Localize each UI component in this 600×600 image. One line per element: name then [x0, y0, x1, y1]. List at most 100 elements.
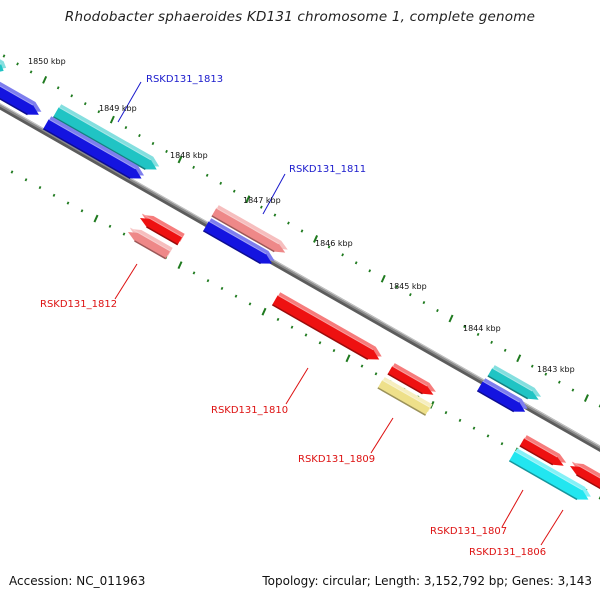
gene-red-1810	[271, 292, 382, 360]
gene-label-rskd131-1806[interactable]: RSKD131_1806	[469, 547, 546, 558]
outer-tick-13	[177, 155, 183, 164]
outer-tick-0	[2, 54, 6, 58]
gene-pink-1812-shade	[134, 240, 167, 260]
outer-tick-4	[56, 86, 60, 90]
inner-tick-23	[332, 348, 336, 353]
gene-label-rskd131-1809[interactable]: RSKD131_1809	[298, 454, 375, 465]
inner-tick-33	[472, 426, 476, 430]
scale-label-1844: 1844 kbp	[463, 324, 501, 333]
outer-tick-17	[232, 189, 236, 193]
leader-1806	[540, 509, 564, 546]
inner-tick-14	[206, 279, 210, 283]
outer-tick-18	[245, 195, 251, 204]
gene-label-rskd131-1813[interactable]: RSKD131_1813	[146, 74, 223, 85]
leader-1812	[114, 263, 138, 300]
accession-text: Accession: NC_011963	[9, 574, 146, 588]
inner-tick-2	[38, 185, 42, 190]
gene-cyan-1807	[508, 448, 591, 501]
inner-tick-4	[66, 201, 70, 205]
gene-red-1807-body	[519, 438, 564, 466]
scale-label-1849: 1849 kbp	[99, 104, 137, 113]
outer-tick-14	[192, 165, 195, 169]
gene-label-rskd131-1810[interactable]: RSKD131_1810	[211, 405, 288, 416]
gene-red-1809a	[387, 363, 436, 395]
outer-tick-43	[583, 394, 589, 402]
gene-teal-1814-body	[0, 63, 4, 72]
inner-tick-25	[360, 364, 364, 368]
gene-yellow-1809	[377, 377, 433, 416]
outer-tick-41	[558, 380, 561, 384]
outer-tick-30	[409, 293, 412, 297]
gene-teal-1805-highlight	[491, 367, 533, 392]
gene-red-1812a-highlight	[141, 213, 183, 238]
inner-tick-17	[248, 302, 252, 306]
gene-blue-1805-shade	[476, 390, 515, 413]
gene-red-1807	[519, 435, 567, 466]
outer-tick-27	[368, 269, 372, 273]
gene-red-1806-body	[570, 466, 600, 489]
inner-tick-5	[80, 209, 84, 213]
outer-tick-29	[395, 285, 399, 289]
map-title: Rhodobacter sphaeroides KD131 chromosome…	[64, 9, 536, 25]
gene-red-1807-shade	[519, 445, 554, 466]
gene-red-1812a	[140, 213, 185, 246]
gene-pink-1812-body	[128, 232, 171, 259]
gene-red-1809a-shade	[387, 373, 423, 395]
scale-label-1848: 1848 kbp	[170, 151, 208, 160]
leader-1809	[370, 417, 394, 454]
gene-red-1809a-highlight	[391, 365, 428, 387]
gene-red-1810-shade	[271, 304, 369, 360]
gene-yellow-1809-body	[377, 380, 430, 416]
leader-1807	[501, 489, 524, 528]
gene-cyan-1807-highlight	[514, 450, 583, 491]
outer-tick-5	[70, 94, 74, 98]
leader-1813	[117, 81, 142, 123]
gene-label-rskd131-1812[interactable]: RSKD131_1812	[40, 299, 117, 310]
inner-tick-1	[24, 178, 28, 182]
gene-teal-1805-shade	[487, 375, 529, 400]
inner-tick-24	[345, 354, 351, 363]
gene-blue-1811	[202, 218, 275, 265]
outer-tick-19	[260, 205, 263, 209]
inner-tick-13	[192, 271, 196, 275]
inner-tick-31	[444, 411, 448, 415]
gene-red-1812a-body	[140, 218, 183, 245]
outer-tick-28	[380, 274, 386, 283]
outer-tick-34	[463, 324, 466, 329]
inner-tick-12	[177, 261, 183, 270]
outer-tick-39	[530, 364, 534, 368]
leader-1810	[285, 367, 309, 405]
inner-tick-6	[93, 214, 99, 223]
gene-yellow-1809-highlight	[381, 379, 431, 408]
scale-label-1846: 1846 kbp	[315, 239, 353, 248]
gene-red-1810-body	[272, 295, 380, 360]
genome-summary-text: Topology: circular; Length: 3,152,792 bp…	[262, 574, 592, 588]
outer-tick-3	[42, 75, 48, 84]
gene-teal-1814	[0, 59, 7, 72]
gene-blue-1811-body	[203, 221, 273, 264]
gene-blue-1811-highlight	[208, 220, 267, 255]
gene-red-1810-highlight	[277, 294, 374, 351]
gene-label-rskd131-1807[interactable]: RSKD131_1807	[430, 526, 507, 537]
inner-tick-18	[261, 307, 267, 316]
outer-tick-42	[571, 388, 575, 392]
outer-tick-35	[476, 332, 480, 336]
label-leader-lines	[114, 81, 564, 546]
inner-tick-16	[234, 294, 238, 298]
gene-cyan-1807-body	[509, 451, 589, 500]
gene-teal-1805	[487, 365, 542, 400]
outer-tick-21	[287, 221, 290, 225]
inner-tick-34	[486, 434, 490, 438]
gene-blue-1814-body	[0, 86, 39, 115]
gene-blue-1813	[42, 116, 145, 179]
outer-tick-11	[151, 141, 155, 146]
inner-tick-3	[52, 193, 56, 197]
gene-teal-1813-shade	[52, 116, 146, 170]
gene-blue-1811-shade	[202, 230, 261, 265]
scale-label-1843: 1843 kbp	[537, 365, 575, 374]
gene-label-rskd131-1811[interactable]: RSKD131_1811	[289, 164, 366, 175]
inner-tick-20	[290, 325, 294, 329]
gene-teal-1813	[52, 104, 160, 170]
inner-tick-19	[276, 317, 280, 322]
outer-tick-36	[490, 340, 493, 344]
